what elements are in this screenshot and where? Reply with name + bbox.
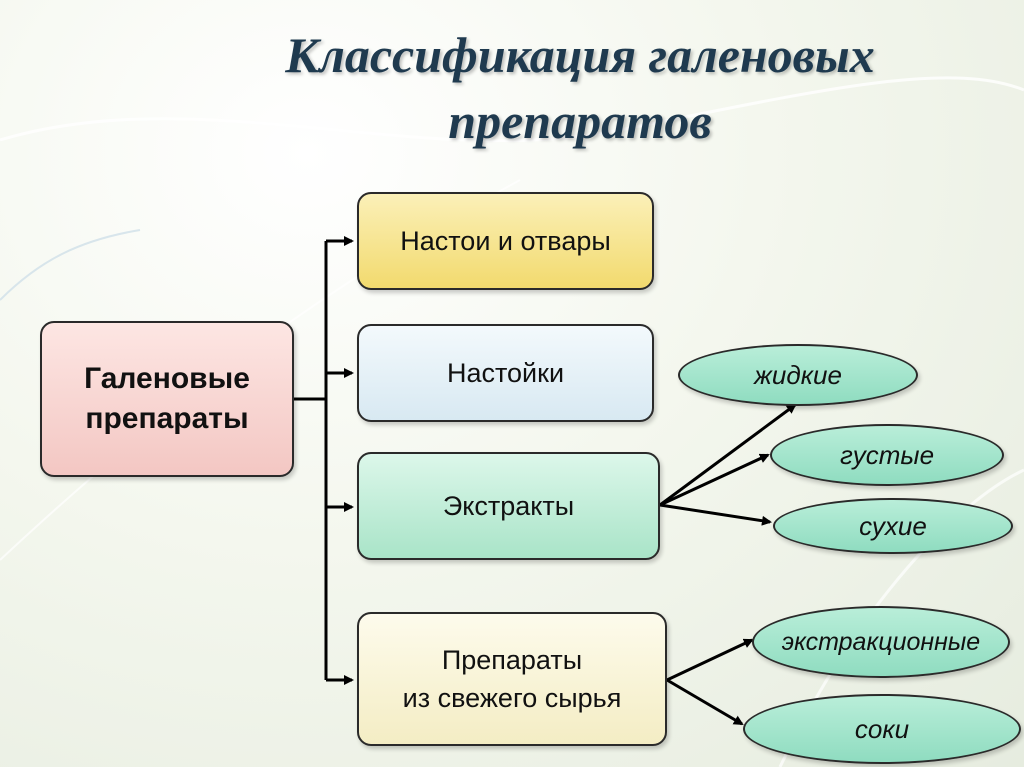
oval-dry: сухие: [773, 498, 1013, 554]
oval-juices: соки: [743, 694, 1021, 764]
arrow-juices: [666, 678, 744, 726]
fresh-box: Препараты из свежего сырья: [357, 612, 667, 746]
title-line-1: Классификация галеновых: [285, 27, 875, 83]
title-line-2: препаратов: [448, 93, 712, 149]
root-label-line-2: препараты: [85, 402, 249, 435]
extracts-box: Экстракты: [357, 452, 660, 560]
fresh-label-line-2: из свежего сырья: [402, 683, 622, 713]
infusions-box: Настои и отвары: [357, 192, 654, 290]
liquid-label: жидкие: [754, 359, 842, 390]
juices-label: соки: [854, 713, 910, 744]
oval-liquid: жидкие: [678, 344, 918, 406]
extracts-label: Экстракты: [442, 491, 575, 521]
arrow-dry: [659, 503, 772, 526]
dry-label: сухие: [859, 510, 927, 541]
page-title: Классификация галеновых препаратов: [150, 22, 1010, 154]
tinctures-label: Настойки: [446, 358, 565, 388]
extraction-label: экстракционные: [781, 627, 981, 656]
fresh-label-line-1: Препараты: [441, 645, 583, 675]
tinctures-box: Настойки: [357, 324, 654, 422]
infusions-label: Настои и отвары: [400, 226, 611, 256]
root-box: Галеновые препараты: [40, 321, 294, 477]
oval-thick: густые: [770, 424, 1004, 486]
arrow-thick: [659, 453, 770, 507]
arrow-liquid: [659, 403, 797, 507]
thick-label: густые: [839, 439, 935, 470]
arrow-extraction: [666, 638, 754, 682]
oval-extraction: экстракционные: [752, 606, 1010, 678]
root-label-line-1: Галеновые: [84, 362, 250, 395]
